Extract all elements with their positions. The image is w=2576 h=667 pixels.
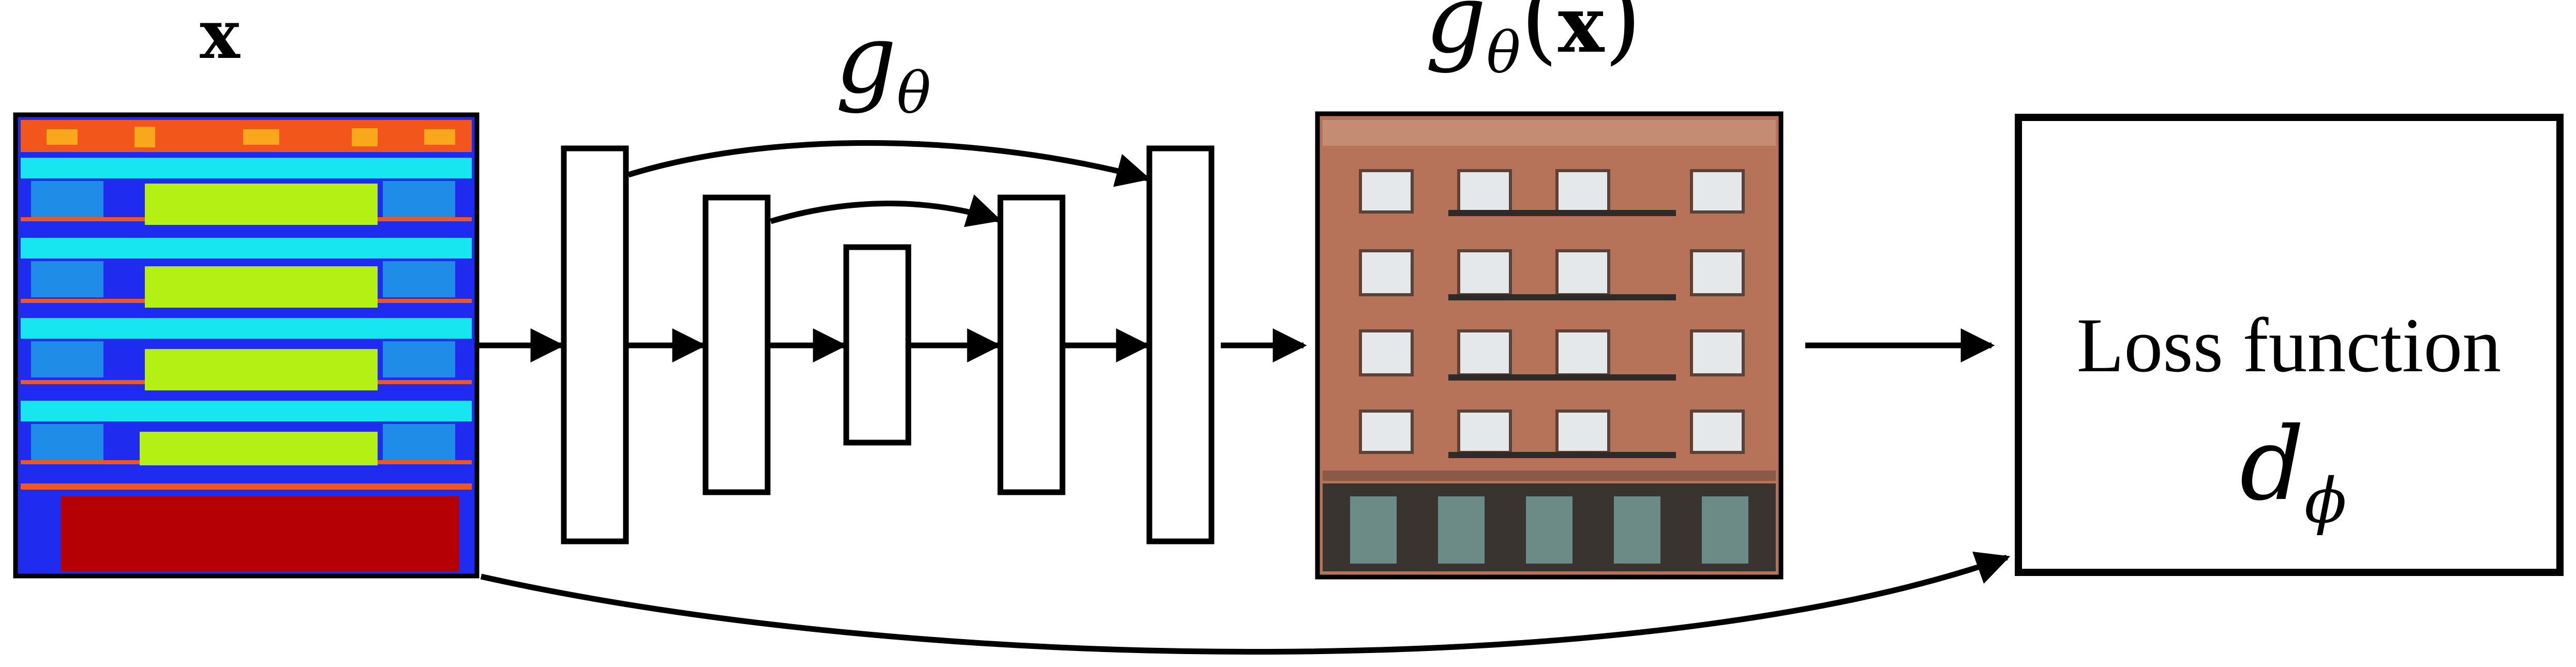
output-facade-image [1315, 111, 1784, 580]
facade-balconies [1448, 210, 1676, 458]
loss-function-box: Loss function dϕ [2015, 114, 2564, 576]
label-map-windows [140, 184, 378, 465]
encoder-layer-1 [561, 145, 629, 544]
generator-label: gθ [835, 3, 931, 126]
decoder-layer-1 [1146, 145, 1215, 544]
skip-connections [627, 140, 1151, 228]
label-map-door [61, 496, 459, 571]
input-label-map [13, 112, 480, 579]
loss-symbol: dϕ [2240, 405, 2347, 537]
facade-windows [1359, 169, 1745, 454]
input-to-loss-arrow [480, 551, 2011, 655]
label-map-rows [21, 158, 472, 464]
decoder-layer-2 [997, 194, 1066, 495]
bottleneck-layer [843, 244, 911, 446]
encoder-layer-2 [702, 194, 771, 495]
loss-function-label: Loss function [2077, 302, 2502, 388]
input-label: x [200, 0, 241, 74]
output-label: gθ(x) [1425, 0, 1641, 86]
